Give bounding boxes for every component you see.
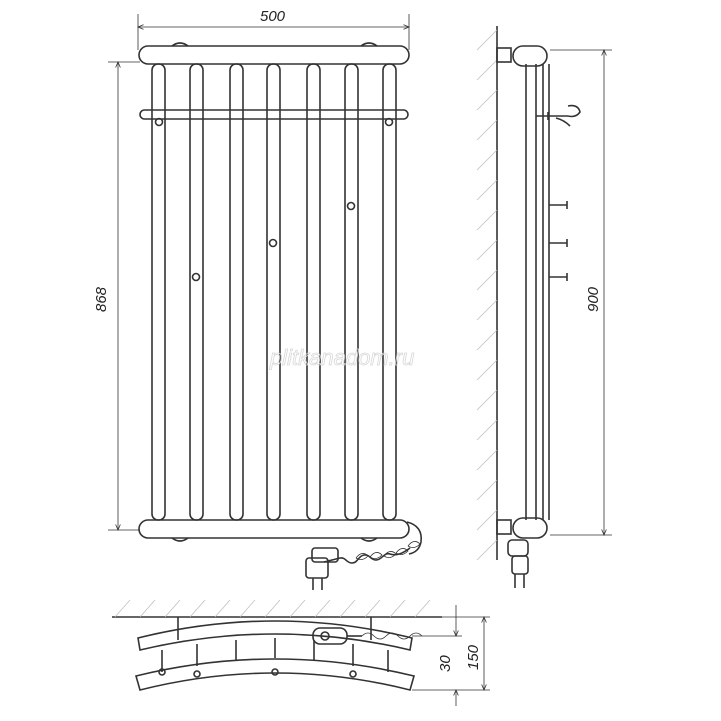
valve-icon xyxy=(268,238,278,248)
mount-bracket xyxy=(171,537,189,542)
valve-handle-icon xyxy=(567,104,581,118)
heater-plug-icon xyxy=(507,539,529,588)
shelf-bracket xyxy=(536,112,568,120)
curved-front-rail xyxy=(135,658,415,691)
mount-bracket xyxy=(171,42,189,47)
curved-top-rail xyxy=(137,620,413,651)
front-view: 500 868 xyxy=(93,8,423,590)
valve-icon xyxy=(549,239,568,247)
mount-bracket xyxy=(360,537,378,542)
dimension-height-left-label: 868 xyxy=(93,286,110,312)
top-view: 30 150 xyxy=(112,599,490,706)
wall-mount xyxy=(496,519,512,535)
valve-icon xyxy=(346,201,356,211)
top-header-end xyxy=(512,45,548,67)
wall-hatch-bottom xyxy=(114,599,431,618)
dimension-width: 500 xyxy=(138,8,409,50)
dimension-depth-large-label: 150 xyxy=(465,644,482,670)
plug-icon xyxy=(305,547,339,590)
watermark: plitkanadom.ru xyxy=(269,345,414,370)
heater-top-icon xyxy=(312,627,423,645)
dimension-height-right-label: 900 xyxy=(585,286,602,312)
wall-mount xyxy=(496,47,512,63)
valve-icon xyxy=(549,201,568,209)
bottom-rail xyxy=(138,519,410,539)
dimension-height-left: 868 xyxy=(93,62,140,530)
dimension-width-label: 500 xyxy=(260,8,286,25)
wall-hatch xyxy=(476,26,498,561)
shelf-rail xyxy=(139,109,409,120)
power-cable xyxy=(323,521,423,564)
dimension-depth-small-label: 30 xyxy=(437,655,454,672)
mount-bracket xyxy=(360,42,378,47)
bottom-header-end xyxy=(512,517,548,539)
valve-icon xyxy=(191,272,201,282)
valve-icon xyxy=(549,273,568,281)
dimension-depth: 30 150 xyxy=(412,605,490,706)
dimension-height-right: 900 xyxy=(550,50,612,535)
vertical-tubes xyxy=(151,63,397,521)
side-view: 900 xyxy=(476,26,612,588)
top-rail xyxy=(138,45,410,65)
